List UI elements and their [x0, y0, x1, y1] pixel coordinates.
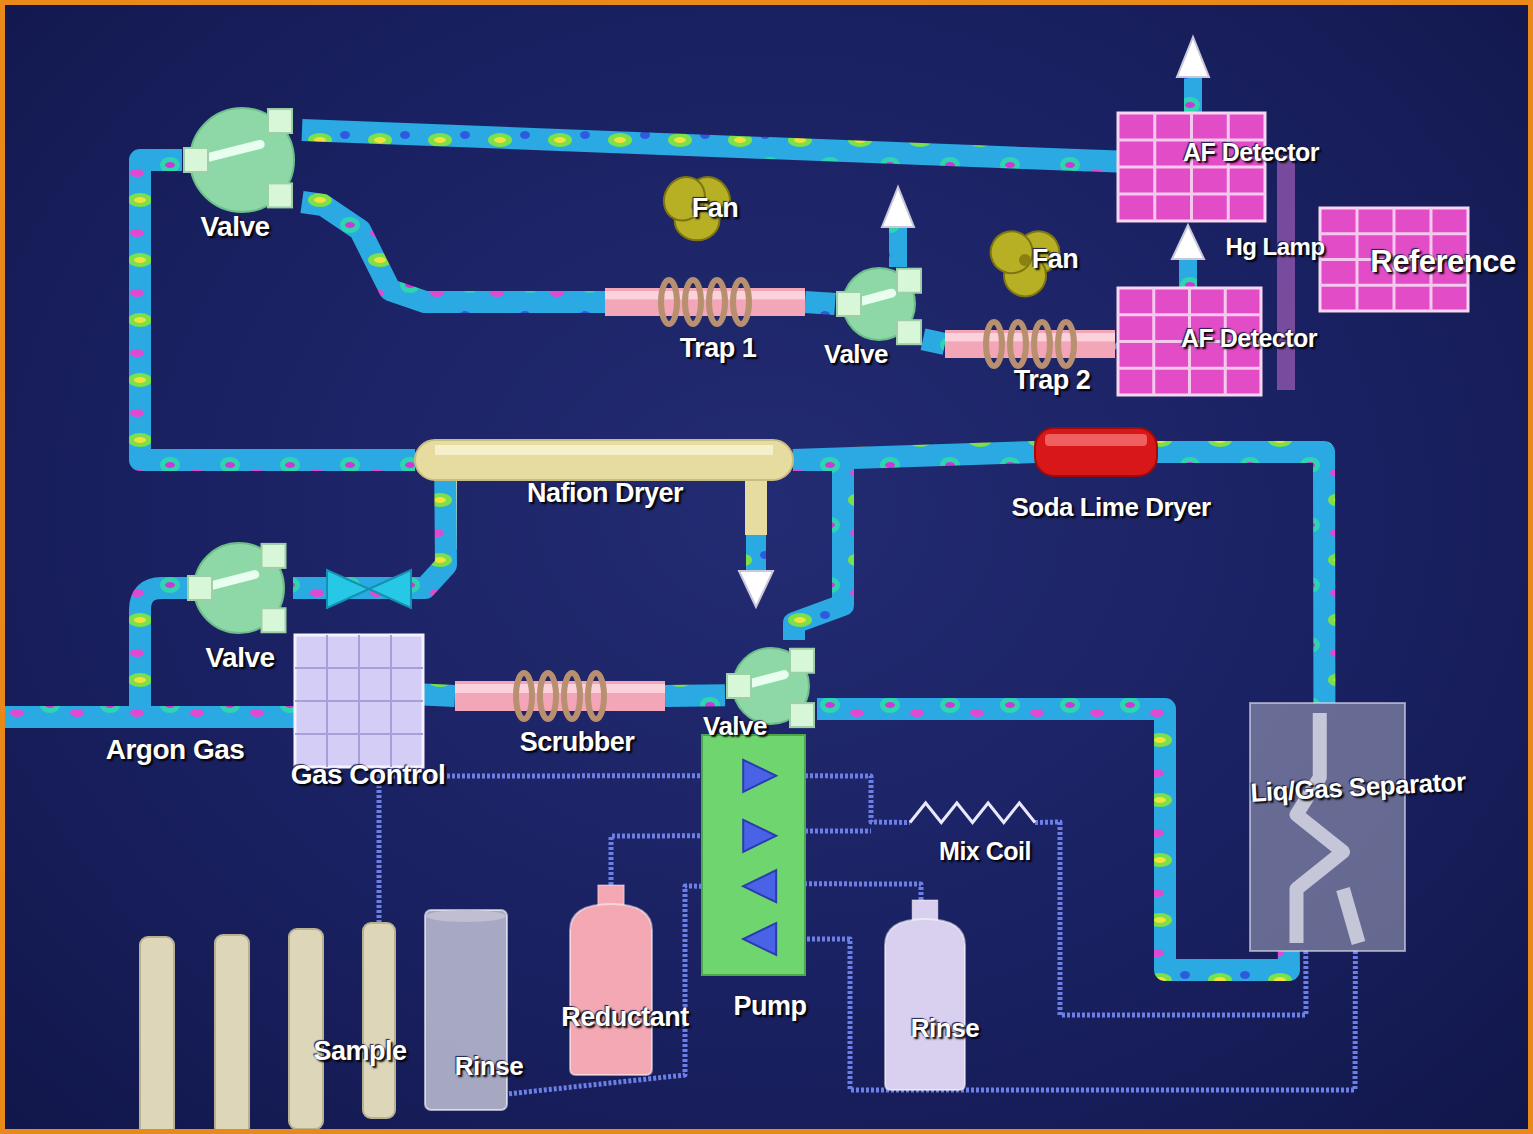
component-label: Reductant: [561, 1004, 689, 1031]
component-node: Rinse: [885, 900, 965, 1090]
part-label: Argon Gas: [106, 736, 245, 764]
needle-valve-symbol: [327, 570, 411, 608]
liquid-line: [611, 836, 702, 885]
dryer-leg: [745, 475, 767, 535]
exhaust-arrow: [1177, 37, 1209, 77]
component-node: Pump: [702, 735, 805, 975]
liquid-line: [805, 829, 871, 834]
exhaust-stub: [1179, 255, 1197, 290]
component-label: Sample: [313, 1038, 406, 1065]
bottle-shape: [885, 900, 965, 1090]
component-label: Reference: [1370, 246, 1515, 277]
component-node: Soda Lime Dryer: [1035, 428, 1157, 476]
trap-shape: [945, 330, 1115, 358]
component-label: Pump: [733, 993, 806, 1020]
component-node: Valve: [185, 535, 293, 641]
separator-shape: [1250, 703, 1405, 951]
component-label: Valve: [824, 341, 888, 367]
gas-tube: [140, 160, 415, 460]
liquid-line: [507, 886, 702, 1094]
trap-shape: [455, 681, 665, 711]
liquid-line: [805, 884, 921, 900]
detector-shape: [1118, 113, 1265, 221]
component-node: Fan: [950, 225, 1100, 295]
overlay-symbols: [5, 5, 1528, 1129]
component-label: Gas Control: [291, 761, 446, 789]
gas-tube: [302, 130, 1118, 162]
component-node: Valve: [835, 260, 923, 348]
valve-shape: [182, 100, 302, 220]
valve-shape: [835, 260, 923, 348]
exhaust-arrow: [1172, 225, 1204, 259]
component-node: Nafion Dryer: [415, 440, 793, 480]
gas-tube: [793, 460, 843, 640]
component-label: Hg Lamp: [1225, 235, 1324, 259]
component-node: Gas Control: [295, 635, 423, 767]
component-node: Trap 2: [945, 330, 1115, 358]
sodalime-shape: [1035, 428, 1157, 476]
sample-tube: [215, 935, 249, 1129]
component-label: Valve: [205, 644, 274, 672]
component-label: Valve: [703, 713, 767, 739]
coil-shape: [910, 800, 1035, 830]
gas-tube: [302, 202, 605, 302]
component-label: Fan: [692, 195, 739, 222]
exhaust-stub: [1184, 75, 1202, 115]
component-label: Soda Lime Dryer: [1011, 494, 1210, 520]
component-label: Scrubber: [520, 729, 635, 756]
gas-tube: [293, 480, 446, 588]
component-label: Rinse: [455, 1053, 523, 1079]
component-label: AF Detector: [1183, 140, 1319, 165]
exhaust-stub: [746, 535, 766, 575]
bottle-shape: [570, 885, 652, 1075]
sample-tube: [140, 937, 174, 1129]
gascontrol-shape: [295, 635, 423, 767]
exhaust-arrow: [882, 187, 914, 227]
component-node: Trap 1: [605, 288, 805, 316]
component-label: Trap 2: [1014, 367, 1091, 394]
component-node: Valve: [182, 100, 302, 220]
exhaust-arrow: [739, 571, 773, 607]
beaker-shape: [425, 910, 507, 1110]
gas-tube: [423, 694, 455, 696]
nafion-shape: [415, 440, 793, 480]
component-node: Sample: [363, 923, 395, 1118]
gas-tube: [665, 695, 725, 697]
sample-tube: [289, 929, 323, 1129]
component-node: Reductant: [570, 885, 652, 1075]
exhaust-stub: [889, 225, 907, 267]
component-label: Valve: [200, 213, 269, 241]
component-label: Fan: [1032, 246, 1079, 273]
component-node: Scrubber: [455, 681, 665, 711]
component-node: Hg Lamp: [1277, 155, 1295, 390]
component-label: Rinse: [911, 1015, 979, 1041]
pump-shape: [702, 735, 805, 975]
component-node: Reference: [1320, 208, 1468, 311]
liquid-line: [805, 776, 910, 823]
liquid-line: [379, 776, 702, 923]
component-label: Trap 1: [680, 335, 757, 362]
component-node: Fan: [617, 173, 777, 239]
component-label: Nafion Dryer: [527, 480, 683, 507]
diagram-stage: ValveFanAF DetectorTrap 1ValveFanHg Lamp…: [5, 5, 1528, 1129]
component-node: Valve: [725, 640, 817, 732]
component-node: AF Detector: [1118, 113, 1265, 221]
component-node: Liq/Gas Separator: [1250, 703, 1405, 951]
component-node: Rinse: [425, 910, 507, 1110]
gas-tube: [1157, 452, 1324, 703]
trap-shape: [605, 288, 805, 316]
lamp-shape: [1277, 155, 1295, 390]
gas-tube: [805, 302, 835, 304]
component-label: AF Detector: [1181, 326, 1317, 351]
argon-branch-tube: [140, 588, 187, 717]
gas-tube: [923, 339, 945, 344]
node-layer: ValveFanAF DetectorTrap 1ValveFanHg Lamp…: [5, 5, 1528, 1129]
gas-tube: [817, 709, 1289, 970]
tube-shape: [363, 923, 395, 1118]
valve-shape: [185, 535, 293, 641]
component-node: Mix Coil: [910, 800, 1035, 830]
component-node: AF Detector: [1118, 288, 1261, 395]
component-label: Mix Coil: [939, 839, 1031, 864]
